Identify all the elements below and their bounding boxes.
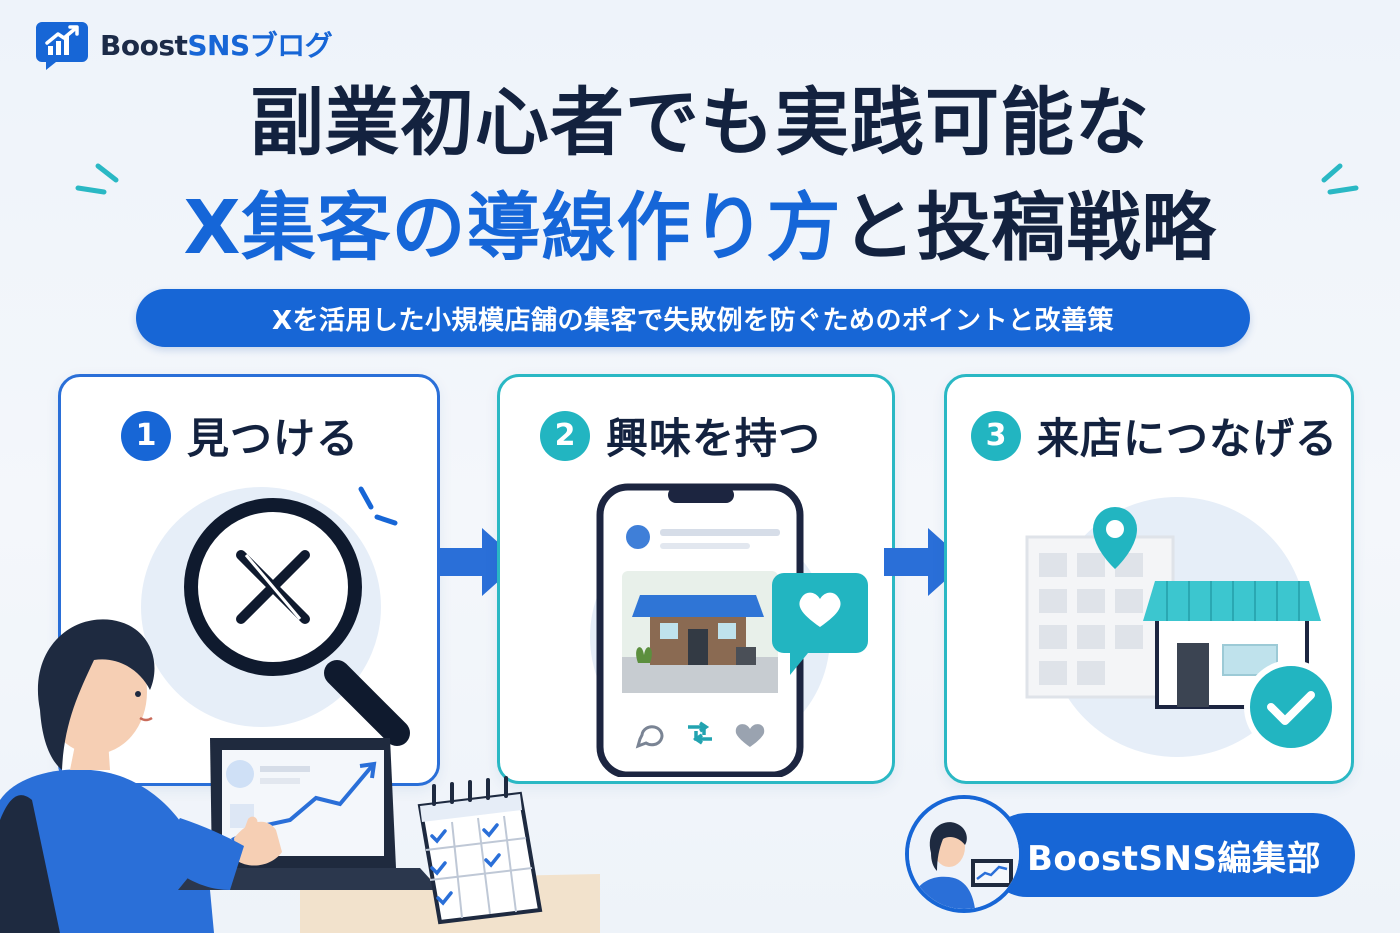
step-card-2: 2 興味を持つ	[497, 374, 895, 784]
brand-logo-icon	[36, 22, 88, 70]
title-line2-rest: と投稿戦略	[841, 185, 1217, 271]
step-card-3: 3 来店につなげる	[944, 374, 1354, 784]
title-line2: X集客の導線作り方と投稿戦略	[0, 178, 1400, 278]
step-3-label: 来店につなげる	[1037, 414, 1339, 463]
step-3-number: 3	[971, 410, 1021, 461]
avatar	[905, 795, 1023, 913]
title-line1: 副業初心者でも実践可能な	[250, 80, 1150, 166]
brand: BoostSNSブログ	[34, 16, 333, 72]
step-2-header: 2 興味を持つ	[540, 405, 821, 466]
step-2-label: 興味を持つ	[606, 414, 822, 463]
brand-name-part1: Boost	[100, 29, 188, 62]
step-1-label: 見つける	[187, 414, 360, 463]
store-map-pin-icon	[1025, 497, 1338, 757]
step-3-header: 3 来店につなげる	[971, 405, 1338, 466]
woman-laptop-illustration	[0, 619, 600, 933]
brand-name-part2: SNSブログ	[187, 29, 333, 62]
step-1-header: 1 見つける	[121, 405, 359, 466]
title-line2-highlight: X集客の導線作り方	[183, 185, 842, 271]
brand-name: BoostSNSブログ	[100, 24, 333, 64]
x-logo-magnifier-icon	[141, 486, 410, 746]
editor-badge: BoostSNS編集部	[905, 795, 1355, 915]
subtitle-banner: Xを活用した小規模店舗の集客で失敗例を防ぐためのポイントと改善策	[136, 289, 1250, 347]
editor-avatar-icon	[909, 799, 1019, 909]
step-1-number: 1	[121, 410, 171, 461]
editor-label: BoostSNS編集部	[985, 813, 1355, 897]
smartphone-post-icon	[590, 483, 868, 777]
step-2-number: 2	[540, 410, 590, 461]
